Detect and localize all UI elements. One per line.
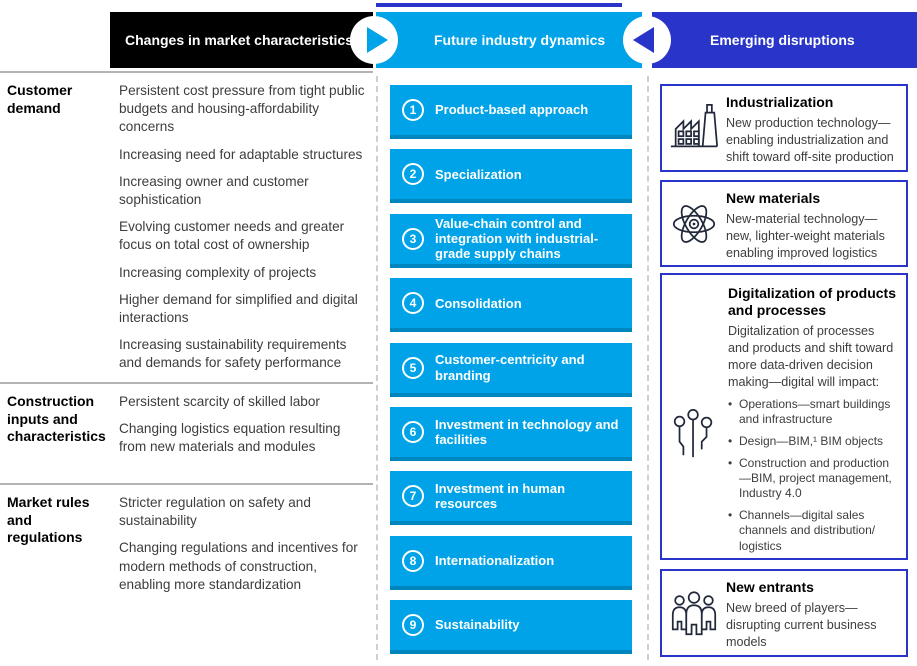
header-tab-industry-dynamics: Future industry dynamics bbox=[376, 12, 642, 68]
arrow-circle-right bbox=[623, 16, 671, 64]
row-customer-demand: Customer demand Persistent cost pressure… bbox=[0, 71, 373, 382]
header-tab-market-characteristics: Changes in market characteristics bbox=[110, 12, 373, 68]
bullet-item: Channels—digital sales channels and dist… bbox=[728, 508, 898, 553]
header-tab-label: Changes in market characteristics bbox=[125, 32, 353, 48]
list-item: Increasing owner and customer sophistica… bbox=[119, 173, 309, 208]
row-construction-inputs: Construction inputs and characteristics … bbox=[0, 382, 373, 483]
market-characteristics-column: Customer demand Persistent cost pressure… bbox=[0, 71, 373, 666]
industry-dynamics-column: 1 Product-based approach 2 Specializatio… bbox=[390, 85, 632, 655]
bullet-item: Design—BIM,¹ BIM objects bbox=[728, 434, 898, 449]
arrow-circle-left bbox=[350, 16, 398, 64]
number-badge: 2 bbox=[402, 163, 424, 186]
list-item: Persistent scarcity of skilled labor bbox=[119, 394, 320, 409]
number-badge: 7 bbox=[402, 485, 424, 508]
list-item: Persistent cost pressure from tight publ… bbox=[119, 83, 365, 135]
disruption-text: New entrants New breed of players—disrup… bbox=[662, 571, 906, 657]
disruption-bullet-list: Operations—smart buildings and infrastru… bbox=[728, 397, 898, 554]
header-tab-label: Future industry dynamics bbox=[434, 32, 606, 48]
dynamic-label: Customer-centricity and branding bbox=[435, 352, 585, 383]
list-item: Increasing complexity of projects bbox=[119, 264, 317, 280]
number-badge: 8 bbox=[402, 549, 424, 572]
list-item: Evolving customer needs and greater focu… bbox=[119, 219, 345, 253]
number-badge: 9 bbox=[402, 614, 424, 637]
disruption-text: Digitalization of products and processes… bbox=[662, 275, 906, 567]
list-item: Increasing sustainability requirements a… bbox=[119, 337, 347, 371]
disruption-body: New breed of players—disrupting current … bbox=[726, 601, 877, 649]
disruption-box-new-materials: New materials New-material technology—ne… bbox=[660, 180, 908, 267]
list-item: Changing regulations and incentives for … bbox=[119, 540, 358, 592]
number-badge: 6 bbox=[402, 420, 424, 443]
dynamic-box-2: 2 Specialization bbox=[390, 149, 632, 204]
arrow-right-icon bbox=[367, 27, 388, 53]
row-label: Market rules and regulations bbox=[7, 494, 90, 545]
people-icon bbox=[667, 586, 721, 640]
number-badge: 3 bbox=[402, 227, 424, 250]
row-label: Customer demand bbox=[7, 82, 73, 116]
dynamic-box-1: 1 Product-based approach bbox=[390, 85, 632, 139]
dynamic-label: Value-chain control and integration with… bbox=[435, 215, 599, 262]
dynamic-box-8: 8 Internationalization bbox=[390, 535, 632, 590]
disruption-title: Digitalization of products and processes bbox=[728, 285, 896, 319]
dynamic-box-4: 4 Consolidation bbox=[390, 278, 632, 333]
column-divider-left bbox=[376, 76, 378, 660]
disruption-box-digitalization: Digitalization of products and processes… bbox=[660, 273, 908, 560]
arrow-left-icon bbox=[633, 27, 654, 53]
disruption-body: Digitalization of processes and products… bbox=[728, 324, 894, 389]
disruption-title: New entrants bbox=[726, 579, 814, 595]
list-item: Higher demand for simplified and digital… bbox=[119, 291, 358, 326]
factory-icon bbox=[667, 101, 721, 155]
dynamic-label: Investment in human resources bbox=[435, 481, 566, 512]
dynamic-label: Consolidation bbox=[435, 295, 522, 311]
dynamic-box-6: 6 Investment in technology and facilitie… bbox=[390, 406, 632, 461]
disruption-text: Industrialization New production technol… bbox=[662, 86, 906, 172]
dynamic-box-9: 9 Sustainability bbox=[390, 600, 632, 655]
list-item: Stricter regulation on safety and sustai… bbox=[119, 495, 311, 529]
disruption-body: New-material technology—new, lighter-wei… bbox=[726, 212, 885, 260]
dynamic-label: Product-based approach bbox=[435, 102, 589, 118]
circuit-nodes-icon bbox=[667, 407, 721, 461]
header-tab-emerging-disruptions: Emerging disruptions bbox=[652, 12, 917, 68]
row-market-rules: Market rules and regulations Stricter re… bbox=[0, 483, 373, 666]
list-item: Changing logistics equation resulting fr… bbox=[119, 421, 341, 455]
dynamic-box-5: 5 Customer-centricity and branding bbox=[390, 342, 632, 397]
row-items: Persistent scarcity of skilled labor Cha… bbox=[110, 393, 373, 483]
list-item: Increasing need for adaptable structures bbox=[119, 146, 363, 162]
dynamic-box-3: 3 Value-chain control and integration wi… bbox=[390, 213, 632, 268]
header-tab-label: Emerging disruptions bbox=[710, 32, 855, 48]
bullet-item: Operations—smart buildings and infrastru… bbox=[728, 397, 898, 427]
disruption-box-new-entrants: New entrants New breed of players—disrup… bbox=[660, 569, 908, 657]
dynamic-label: Sustainability bbox=[435, 617, 520, 633]
bullet-item: Construction and production—BIM, project… bbox=[728, 456, 898, 501]
dynamic-label: Internationalization bbox=[435, 553, 555, 569]
disruption-title: Industrialization bbox=[726, 94, 834, 110]
dynamic-box-7: 7 Investment in human resources bbox=[390, 471, 632, 526]
atom-icon bbox=[667, 197, 721, 251]
number-badge: 1 bbox=[402, 99, 424, 121]
row-label: Construction inputs and characteristics bbox=[7, 393, 106, 444]
disruption-title: New materials bbox=[726, 190, 821, 206]
row-items: Stricter regulation on safety and sustai… bbox=[110, 494, 373, 666]
number-badge: 4 bbox=[402, 292, 424, 315]
row-items: Persistent cost pressure from tight publ… bbox=[110, 82, 373, 382]
number-badge: 5 bbox=[402, 356, 424, 379]
disruption-box-industrialization: Industrialization New production technol… bbox=[660, 84, 908, 172]
column-divider-right bbox=[647, 76, 649, 660]
disruption-body: New production technology—enabling indus… bbox=[726, 116, 894, 164]
disruption-text: New materials New-material technology—ne… bbox=[662, 182, 906, 268]
middle-column-accent-line bbox=[376, 3, 622, 7]
dynamic-label: Investment in technology and facilities bbox=[435, 416, 619, 447]
dynamic-label: Specialization bbox=[435, 166, 522, 182]
